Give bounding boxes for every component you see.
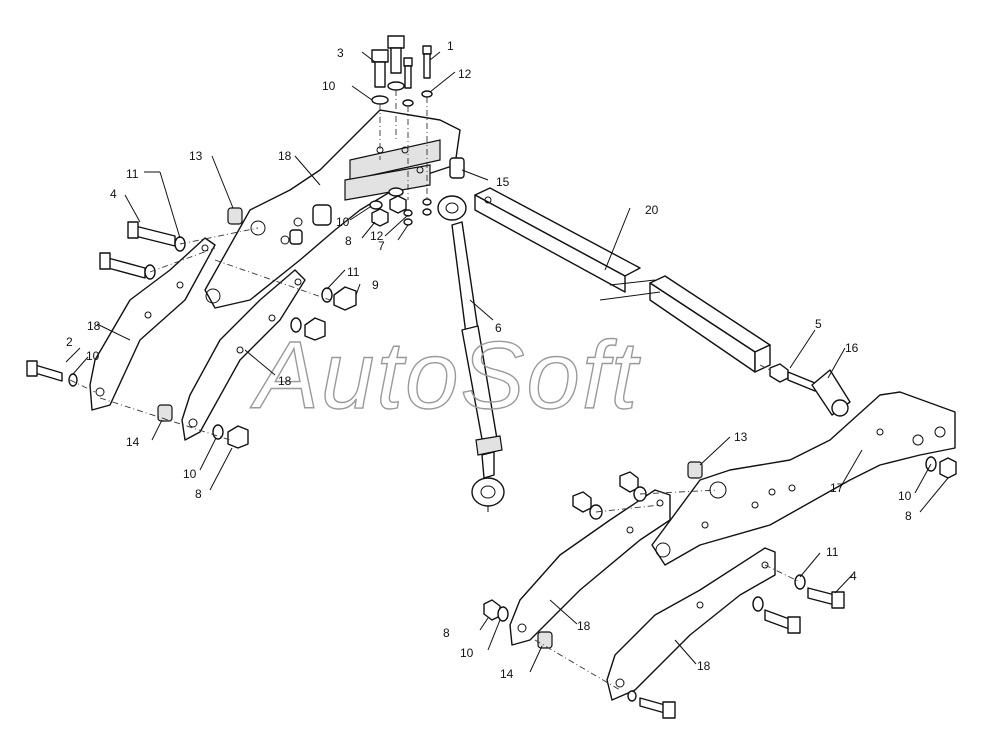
callout-11-left: 11: [126, 167, 139, 181]
left-side-plates: [89, 237, 306, 441]
callout-12-mid: 12: [370, 229, 384, 243]
leader-lines: [65, 51, 949, 673]
callout-14-right: 14: [500, 667, 514, 681]
callout-18-top: 18: [278, 149, 292, 163]
callout-12-top: 12: [458, 67, 472, 81]
callout-13-left: 13: [189, 149, 203, 163]
callout-8-bottom: 8: [443, 626, 450, 640]
callout-14-left: 14: [126, 435, 140, 449]
callout-7: 7: [378, 239, 385, 253]
callout-8-left: 8: [195, 487, 202, 501]
callout-18-mid: 18: [278, 374, 292, 388]
callout-18-right-lower: 18: [697, 659, 711, 673]
callout-10-right: 10: [898, 489, 912, 503]
callout-1: 1: [447, 39, 454, 53]
callout-8-top: 8: [345, 234, 352, 248]
callout-20: 20: [645, 203, 659, 217]
callout-10-left: 10: [86, 349, 100, 363]
callout-4-left: 4: [110, 187, 117, 201]
callout-2: 2: [66, 335, 73, 349]
callout-17: 17: [830, 481, 844, 495]
top-bolts: [369, 35, 465, 227]
callout-6: 6: [495, 321, 502, 335]
callout-13-right: 13: [734, 430, 748, 444]
cross-tube: [474, 187, 771, 373]
callout-labels: 1 2 3 4 4 5 6 7 8 8 8 8 9 10 10 10 10 10…: [66, 39, 912, 681]
right-hardware: [483, 363, 957, 719]
callout-11-mid: 11: [347, 265, 360, 279]
callout-3: 3: [337, 46, 344, 60]
right-main-arm: [651, 391, 956, 566]
callout-10-top: 10: [322, 79, 336, 93]
callout-10-mid: 10: [336, 215, 350, 229]
upper-left-bracket: [204, 109, 461, 309]
callout-18-left: 18: [87, 319, 101, 333]
callout-15: 15: [496, 175, 510, 189]
callout-5: 5: [815, 317, 822, 331]
callout-10-lower: 10: [183, 467, 197, 481]
top-link: [437, 195, 505, 512]
left-hardware: [26, 207, 357, 449]
callout-11-right: 11: [826, 545, 839, 559]
callout-16: 16: [845, 341, 859, 355]
right-side-plates: [509, 489, 776, 701]
callout-10-bottom: 10: [460, 646, 474, 660]
callout-9: 9: [372, 278, 379, 292]
callout-8-right: 8: [905, 509, 912, 523]
callout-18-right-upper: 18: [577, 619, 591, 633]
callout-4-right: 4: [850, 569, 857, 583]
watermark-text: AutoSoft: [250, 322, 641, 429]
